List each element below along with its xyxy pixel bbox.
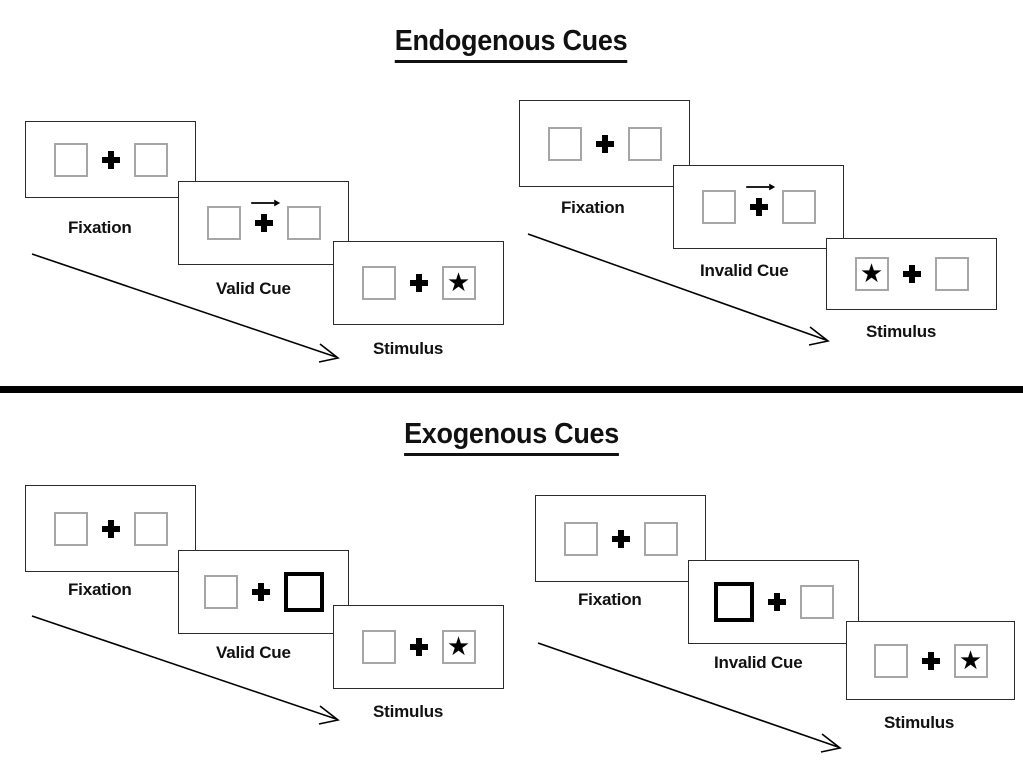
section-title-endogenous-text: Endogenous Cues	[395, 25, 628, 63]
right-arrow-icon	[250, 199, 280, 207]
panel-exogenous-valid-cue	[178, 550, 349, 634]
panel-endogenous-valid-cue	[178, 181, 349, 265]
star-icon: ★	[859, 258, 884, 288]
cued-box-right	[283, 572, 324, 612]
plus-icon	[902, 265, 921, 283]
cued-box-left	[713, 582, 754, 622]
stage-label-exogenous-invalid-stimulus: Stimulus	[884, 713, 955, 732]
stage-label-exogenous-valid-cue: Valid Cue	[216, 643, 291, 662]
section-divider	[0, 386, 1023, 393]
star-icon: ★	[446, 267, 471, 297]
target-box-right: ★	[441, 266, 476, 300]
placeholder-box-right	[627, 126, 662, 161]
section-title-exogenous-text: Exogenous Cues	[404, 418, 619, 456]
placeholder-box-left	[361, 266, 396, 300]
diagonal-time-arrow-icon	[31, 253, 340, 363]
fixation-cross-wrap	[409, 638, 428, 656]
panel-endogenous-invalid-fixation	[519, 100, 690, 187]
fixation-cross-wrap	[409, 274, 428, 292]
fixation-cross-wrap	[101, 150, 120, 169]
target-box-right: ★	[953, 643, 988, 678]
placeholder-box-left	[361, 630, 396, 664]
placeholder-box-left	[701, 190, 736, 224]
fixation-cross-wrap	[745, 183, 775, 216]
target-box-right: ★	[441, 630, 476, 664]
placeholder-box-left	[206, 206, 241, 240]
stage-label-endogenous-invalid-cue: Invalid Cue	[700, 261, 789, 280]
right-arrow-icon	[745, 183, 775, 191]
plus-icon	[409, 638, 428, 656]
plus-icon	[101, 150, 120, 169]
plus-icon	[101, 519, 120, 538]
plus-icon	[409, 274, 428, 292]
stage-label-endogenous-valid-fixation: Fixation	[68, 218, 132, 237]
plus-icon	[595, 134, 614, 153]
placeholder-box-right	[133, 511, 168, 546]
placeholder-box-left	[203, 575, 238, 609]
target-box-left: ★	[854, 257, 889, 291]
stage-label-exogenous-valid-fixation: Fixation	[68, 580, 132, 599]
placeholder-box-left	[547, 126, 582, 161]
placeholder-box-left	[53, 511, 88, 546]
plus-icon	[254, 214, 273, 232]
fixation-cross-wrap	[902, 265, 921, 283]
panel-exogenous-invalid-stimulus: ★	[846, 621, 1015, 700]
plus-icon	[767, 593, 786, 611]
placeholder-box-left	[53, 142, 88, 177]
stage-label-exogenous-valid-stimulus: Stimulus	[373, 702, 444, 721]
placeholder-box-left	[873, 643, 908, 678]
placeholder-box-right	[286, 206, 321, 240]
fixation-cross-wrap	[767, 593, 786, 611]
panel-endogenous-invalid-stimulus: ★	[826, 238, 997, 310]
panel-exogenous-invalid-fixation	[535, 495, 706, 582]
section-title-exogenous: Exogenous Cues	[0, 418, 1023, 456]
panel-endogenous-valid-stimulus: ★	[333, 241, 504, 325]
fixation-cross-wrap	[595, 134, 614, 153]
placeholder-box-right	[934, 257, 969, 291]
stage-label-endogenous-invalid-stimulus: Stimulus	[866, 322, 937, 341]
panel-exogenous-valid-stimulus: ★	[333, 605, 504, 689]
plus-icon	[749, 198, 768, 216]
placeholder-box-right	[643, 521, 678, 556]
plus-icon	[251, 583, 270, 601]
fixation-cross-wrap	[611, 529, 630, 548]
panel-exogenous-valid-fixation	[25, 485, 196, 572]
placeholder-box-right	[781, 190, 816, 224]
fixation-cross-wrap	[101, 519, 120, 538]
stage-label-endogenous-valid-cue: Valid Cue	[216, 279, 291, 298]
diagonal-time-arrow-icon	[537, 642, 842, 753]
stage-label-exogenous-invalid-fixation: Fixation	[578, 590, 642, 609]
panel-endogenous-valid-fixation	[25, 121, 196, 198]
fixation-cross-wrap	[251, 583, 270, 601]
placeholder-box-right	[133, 142, 168, 177]
fixation-cross-wrap	[250, 199, 280, 232]
panel-endogenous-invalid-cue	[673, 165, 844, 249]
plus-icon	[611, 529, 630, 548]
placeholder-box-left	[563, 521, 598, 556]
fixation-cross-wrap	[921, 651, 940, 670]
stage-label-endogenous-invalid-fixation: Fixation	[561, 198, 625, 217]
section-title-endogenous: Endogenous Cues	[0, 25, 1023, 63]
star-icon: ★	[446, 631, 471, 661]
stage-label-endogenous-valid-stimulus: Stimulus	[373, 339, 444, 358]
plus-icon	[921, 651, 940, 670]
star-icon: ★	[958, 644, 983, 675]
panel-exogenous-invalid-cue	[688, 560, 859, 644]
placeholder-box-right	[799, 585, 834, 619]
stage-label-exogenous-invalid-cue: Invalid Cue	[714, 653, 803, 672]
